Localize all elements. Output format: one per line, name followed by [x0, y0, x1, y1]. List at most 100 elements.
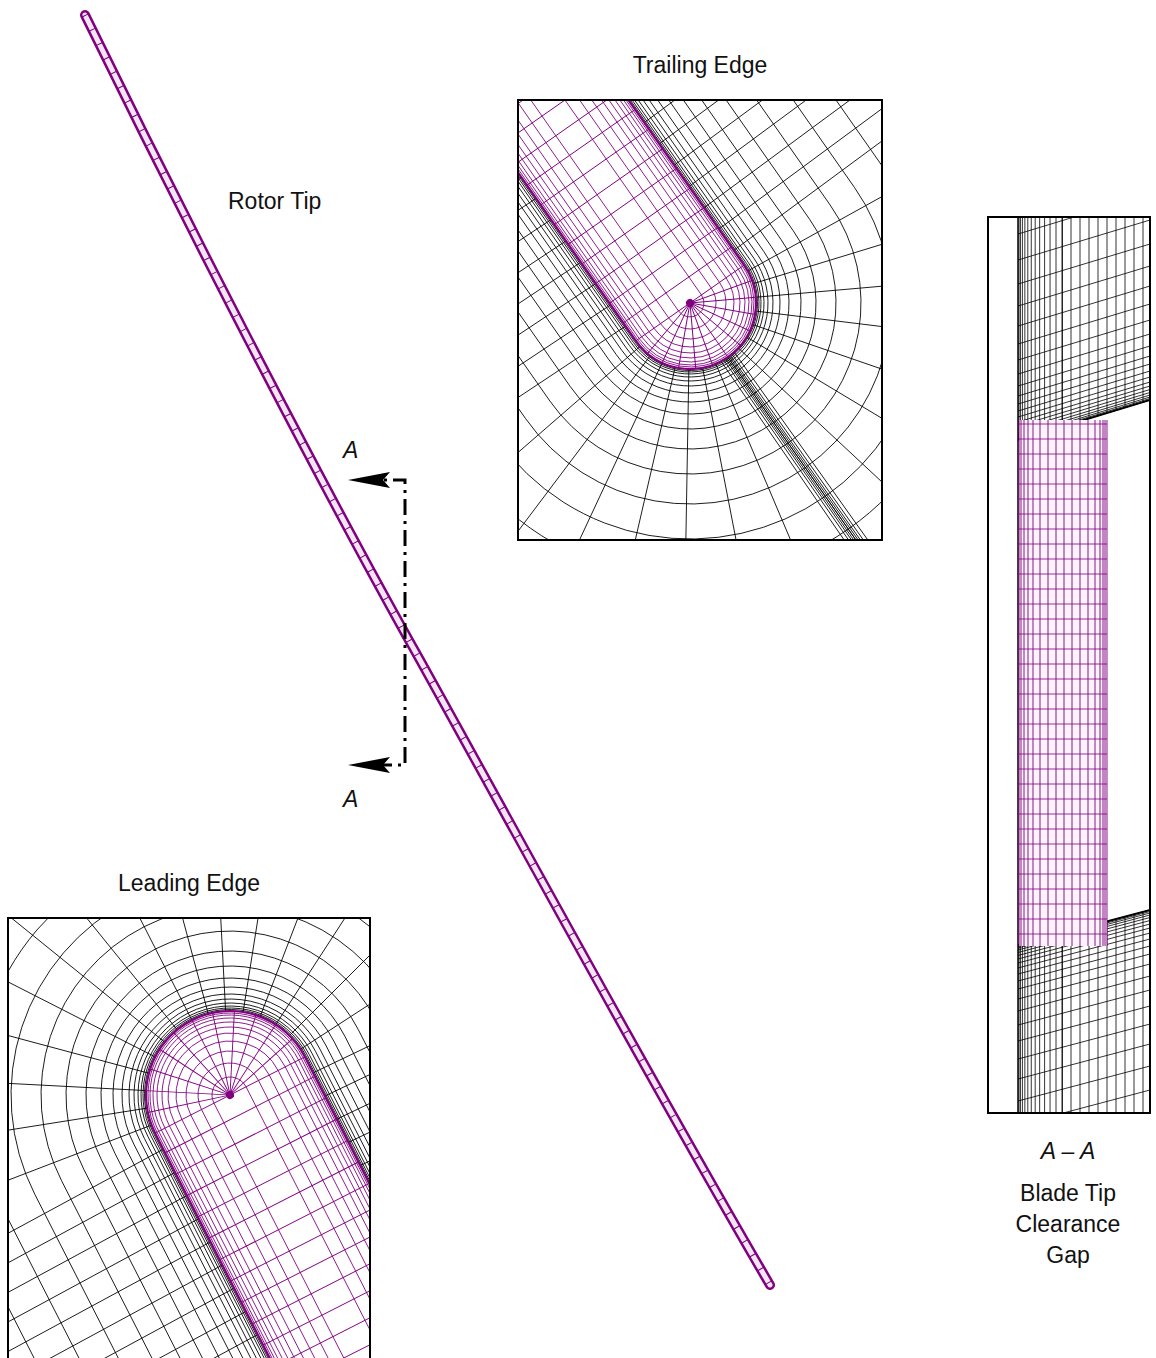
mesh-line: [726, 358, 881, 539]
mesh-line: [1019, 424, 1107, 425]
mesh-line: [223, 1039, 302, 1093]
mesh-line: [624, 101, 881, 102]
mesh-line: [519, 101, 608, 146]
mesh-line: [541, 129, 649, 205]
mesh-line: [692, 296, 740, 355]
mesh-line: [730, 354, 881, 539]
mesh-line: [568, 168, 676, 244]
mesh-line: [519, 169, 521, 407]
section-letter: A: [343, 435, 373, 466]
mesh-line: [1062, 933, 1063, 1112]
mesh-line: [1019, 634, 1107, 635]
mesh-line: [1022, 218, 1023, 439]
mesh-line: [1019, 889, 1107, 890]
mesh-line: [527, 110, 635, 186]
mesh-line: [1056, 218, 1057, 428]
mesh-group: [519, 101, 881, 539]
mesh-line: [9, 1219, 203, 1358]
mesh-line: [9, 919, 155, 1169]
mesh-line: [1035, 218, 1036, 435]
mesh-line: [519, 101, 786, 399]
mesh-line: [724, 359, 881, 539]
mesh-line: [174, 1023, 228, 1102]
mesh-line: [1018, 377, 1149, 417]
leading-edge-mesh: [9, 919, 369, 1358]
mesh-line: [160, 1031, 228, 1112]
inset-title: Trailing Edge: [518, 50, 882, 81]
mesh-line: [1071, 931, 1072, 1112]
mesh-line: [9, 919, 149, 1215]
mesh-line: [155, 1096, 227, 1133]
mesh-line: [9, 919, 369, 1358]
mesh-line: [115, 980, 369, 1358]
mesh-line: [747, 239, 881, 539]
mesh-line: [519, 101, 779, 392]
blade-surface: [117, 982, 369, 1358]
mesh-line: [1018, 990, 1149, 1025]
mesh-line: [1017, 218, 1019, 1112]
mesh-line: [133, 919, 369, 1017]
mesh-line: [9, 919, 369, 1358]
mesh-line: [9, 1311, 250, 1358]
mesh-line: [1019, 454, 1107, 455]
mesh-line: [313, 919, 369, 1082]
view-label: Rotor Tip: [228, 186, 388, 217]
mesh-line: [1019, 739, 1107, 740]
mesh-line: [692, 265, 744, 301]
mesh-line: [519, 101, 580, 107]
mesh-line: [756, 132, 881, 539]
mesh-line: [519, 101, 621, 166]
mesh-line: [713, 101, 881, 229]
mesh-line: [9, 1172, 180, 1358]
mesh-line: [734, 350, 881, 539]
mesh-line: [1022, 944, 1023, 1112]
mesh-line: [1019, 439, 1107, 440]
mesh-line: [1098, 218, 1099, 416]
mesh-line: [120, 985, 369, 1358]
inset-title: Leading Edge: [8, 868, 370, 899]
mesh-line: [1019, 784, 1107, 785]
mesh-line: [126, 991, 369, 1358]
mesh-line: [285, 1312, 369, 1358]
mesh-line: [281, 919, 369, 1049]
mesh-line: [683, 101, 881, 187]
mesh-line: [360, 984, 369, 1175]
mesh-line: [1027, 942, 1028, 1112]
mesh-line: [9, 1265, 227, 1358]
gap-region: [1019, 420, 1107, 946]
mesh-line: [1134, 218, 1135, 405]
mesh-line: [1018, 1090, 1149, 1112]
mesh-line: [337, 938, 369, 1129]
mesh-line: [9, 1242, 215, 1358]
section-name: A – A: [1004, 1136, 1132, 1167]
mesh-line: [1018, 1006, 1149, 1041]
blade-surface: [519, 101, 782, 395]
inset-title-text: Trailing Edge: [633, 52, 768, 78]
mesh-line: [1019, 484, 1107, 485]
mesh-line: [519, 190, 536, 428]
mesh-line: [738, 298, 881, 539]
mesh-line: [692, 305, 728, 357]
mesh-line: [1018, 266, 1149, 306]
mesh-line: [187, 1052, 369, 1358]
inset-title: Blade Tip Clearance Gap: [1011, 1178, 1125, 1271]
inset-frame: [8, 918, 370, 1358]
mesh-line: [1019, 904, 1107, 905]
mesh-line: [325, 919, 369, 1105]
mesh-line: [1019, 514, 1107, 515]
mesh-line: [1071, 218, 1072, 424]
mesh-line: [519, 101, 772, 385]
mesh-line: [132, 997, 369, 1358]
mesh-line: [519, 363, 783, 539]
inset-ground: [988, 217, 1150, 1113]
mesh-line: [1039, 939, 1040, 1112]
mesh-singularity: [684, 297, 695, 308]
mesh-line: [171, 1036, 369, 1358]
mesh-line: [1018, 1024, 1149, 1059]
mesh-line: [1019, 829, 1107, 830]
mesh-line: [213, 1025, 294, 1093]
mesh-line: [9, 1086, 152, 1315]
mesh-line: [1018, 346, 1149, 386]
mesh-line: [1019, 844, 1107, 845]
mesh-line: [1024, 943, 1025, 1112]
